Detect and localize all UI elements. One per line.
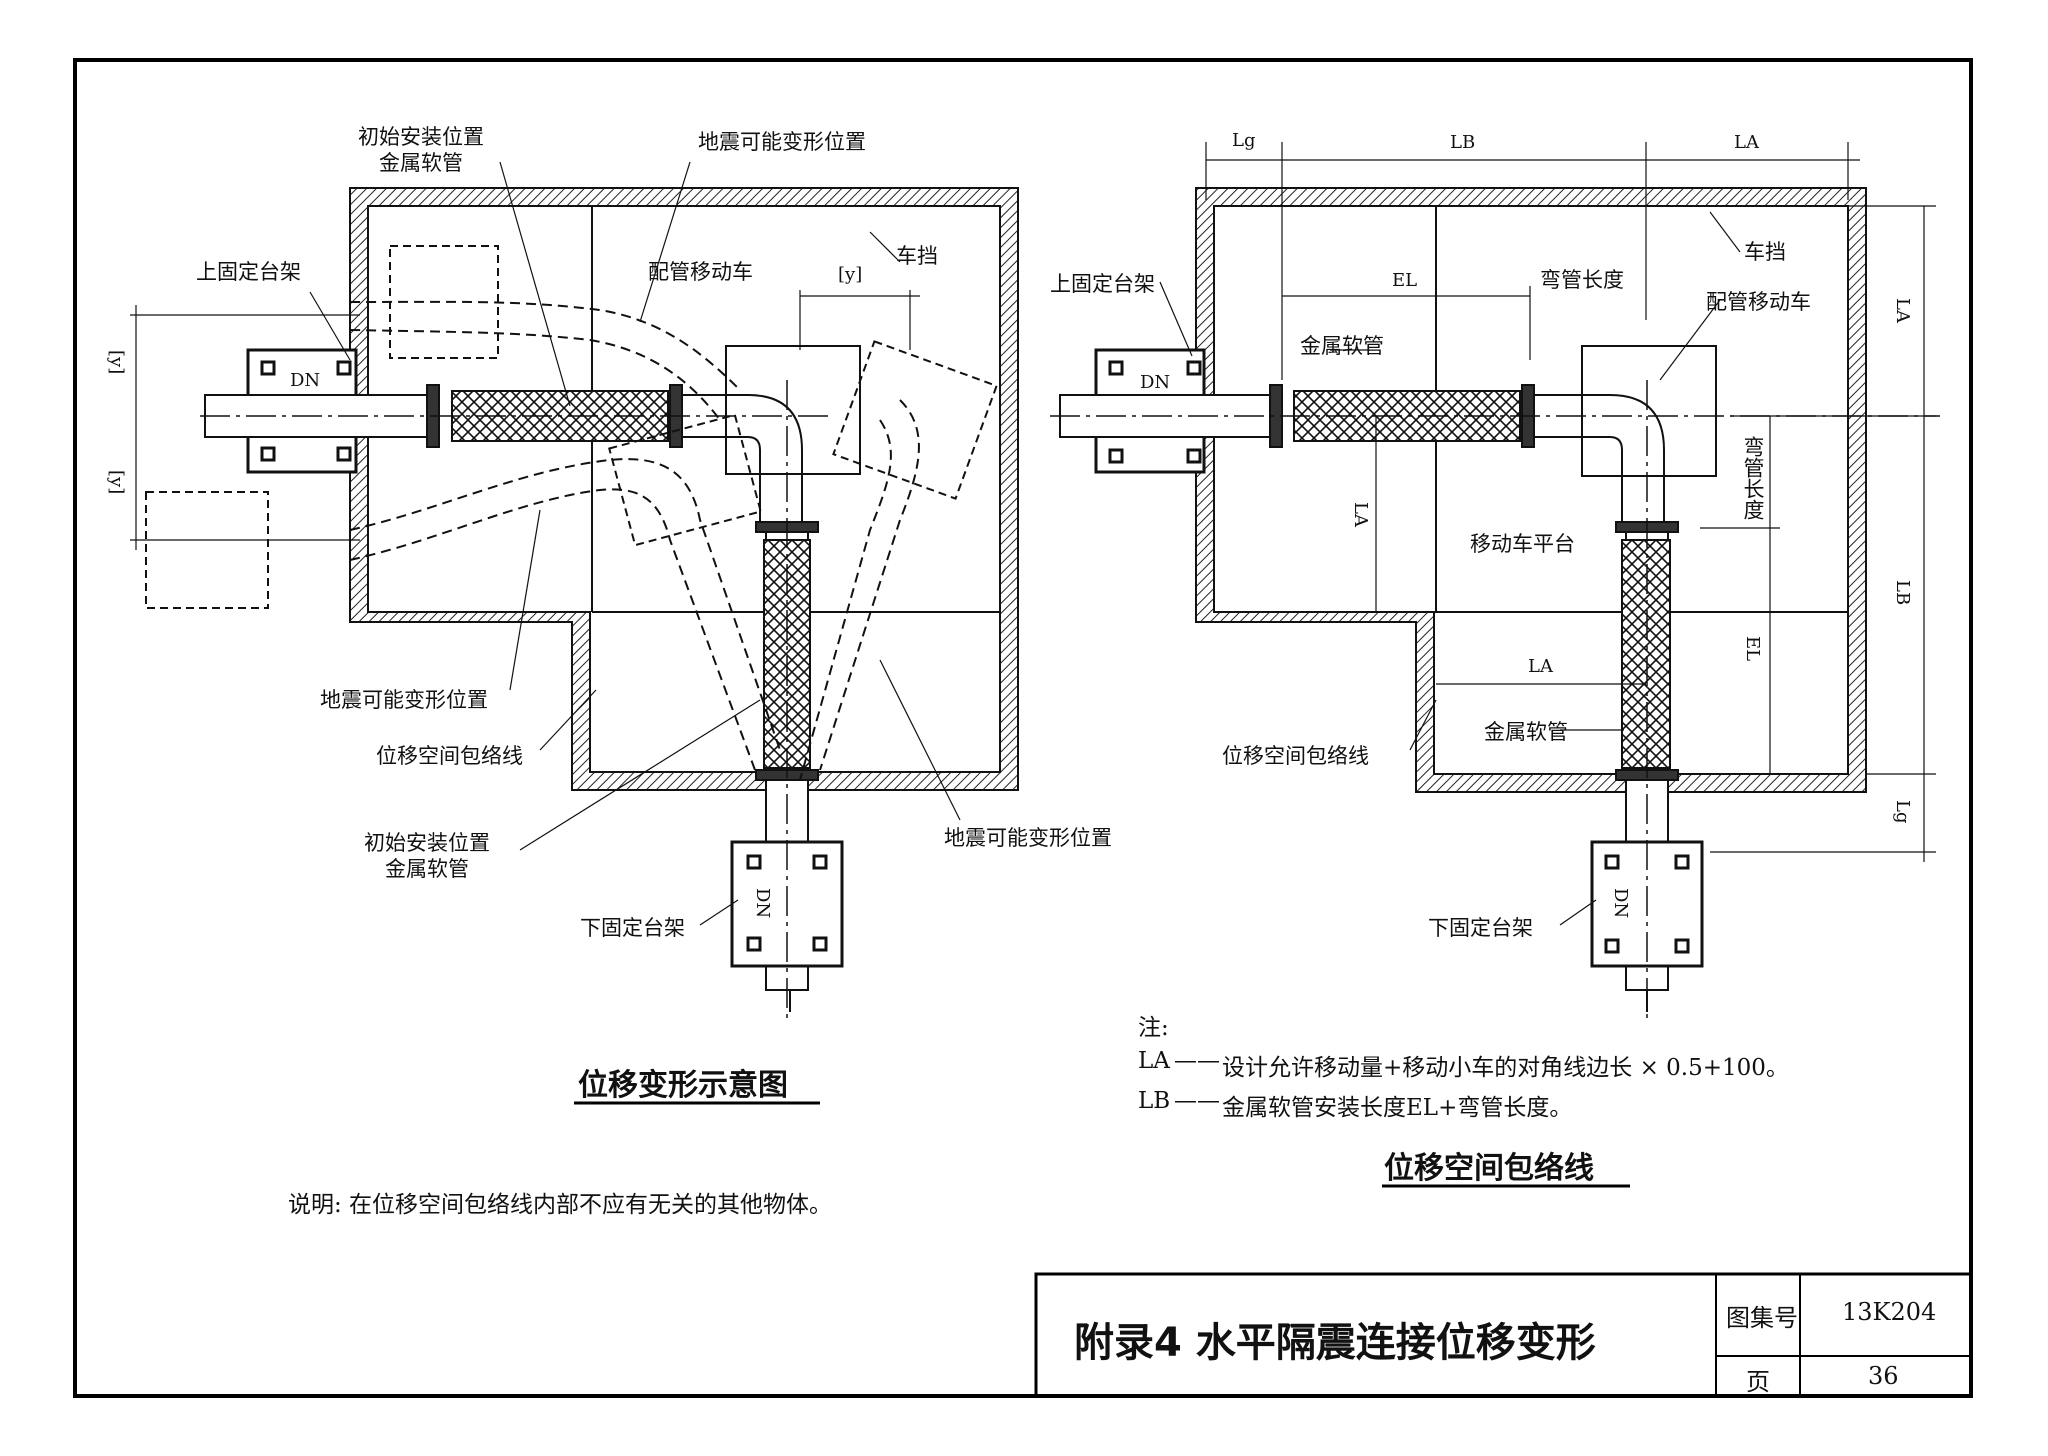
atlas-number-value: 13K204 (1842, 1298, 1937, 1326)
left-figure-title: 位移变形示意图 (578, 1068, 788, 1103)
label-lower-mount-left: 下固定台架 (580, 916, 685, 940)
label-seismic-bottom-right: 地震可能变形位置 (944, 826, 1112, 850)
sheet-border (73, 58, 1973, 1398)
label-dn-upper-left: DN (290, 370, 321, 391)
dim-lg-top: Lg (1232, 130, 1256, 151)
label-initial-install-top: 初始安装位置 金属软管 (358, 125, 484, 175)
label-envelope-left: 位移空间包络线 (376, 744, 523, 768)
label-cart-platform: 移动车平台 (1470, 532, 1575, 556)
label-bend-length: 弯管长度 (1540, 268, 1624, 292)
label-y-right: [y] (838, 264, 863, 285)
dim-la-top: LA (1734, 132, 1759, 153)
dim-lb-top: LB (1450, 132, 1476, 153)
label-stop-right: 车挡 (1744, 240, 1786, 264)
note-lb-text: 金属软管安装长度EL+弯管长度。 (1222, 1095, 1573, 1121)
note-la-key: LA (1138, 1048, 1170, 1074)
label-envelope-right: 位移空间包络线 (1222, 744, 1369, 768)
label-seismic-top: 地震可能变形位置 (698, 130, 866, 154)
label-stop-left: 车挡 (896, 244, 938, 268)
note-la-text: 设计允许移动量+移动小车的对角线边长 × 0.5+100。 (1222, 1055, 1789, 1081)
dim-lb-right: LB (1892, 580, 1913, 606)
label-dn-lower-left: DN (752, 888, 773, 919)
left-pit-wall (349, 187, 1019, 791)
dim-el-right: EL (1742, 636, 1763, 662)
label-upper-mount-left: 上固定台架 (196, 260, 301, 284)
atlas-number-label: 图集号 (1726, 1304, 1798, 1332)
label-seismic-left: 地震可能变形位置 (320, 688, 488, 712)
label-upper-mount-right: 上固定台架 (1050, 272, 1155, 296)
dim-la-left: LA (1350, 502, 1371, 527)
label-dn-upper-right: DN (1140, 372, 1171, 393)
note-lb-key: LB (1138, 1088, 1171, 1114)
right-figure-title: 位移空间包络线 (1384, 1151, 1594, 1186)
label-metal-hose-top: 金属软管 (1300, 334, 1384, 358)
title-block-lines (1034, 1272, 1973, 1398)
page-value: 36 (1868, 1362, 1899, 1390)
label-dn-lower-right: DN (1610, 888, 1631, 919)
dim-lg-right: Lg (1892, 800, 1913, 824)
note-la-dash: —— (1174, 1048, 1220, 1074)
dim-la-mid: LA (1528, 656, 1553, 677)
note-lb-dash: —— (1174, 1088, 1220, 1114)
notes-heading: 注: (1138, 1015, 1169, 1041)
page-label: 页 (1746, 1368, 1770, 1396)
title-block-title: 附录4 水平隔震连接位移变形 (1074, 1320, 1596, 1366)
label-pipe-cart-left: 配管移动车 (648, 260, 753, 284)
explanation-text: 说明: 在位移空间包络线内部不应有无关的其他物体。 (288, 1192, 833, 1218)
label-pipe-cart-right: 配管移动车 (1706, 290, 1811, 314)
left-figure-drawing (130, 161, 1019, 1020)
label-lower-mount-right: 下固定台架 (1428, 916, 1533, 940)
label-y-top: [y] (106, 350, 127, 375)
label-y-mid: [y] (106, 470, 127, 495)
right-figure-drawing (1050, 142, 1940, 1020)
label-bend-length-vertical: 弯管长度 (1741, 436, 1765, 520)
label-metal-hose-bottom: 金属软管 (1484, 720, 1568, 744)
dim-el-top: EL (1392, 270, 1418, 291)
label-initial-install-bottom: 初始安装位置 金属软管 (364, 831, 490, 881)
dim-la-right: LA (1892, 298, 1913, 323)
